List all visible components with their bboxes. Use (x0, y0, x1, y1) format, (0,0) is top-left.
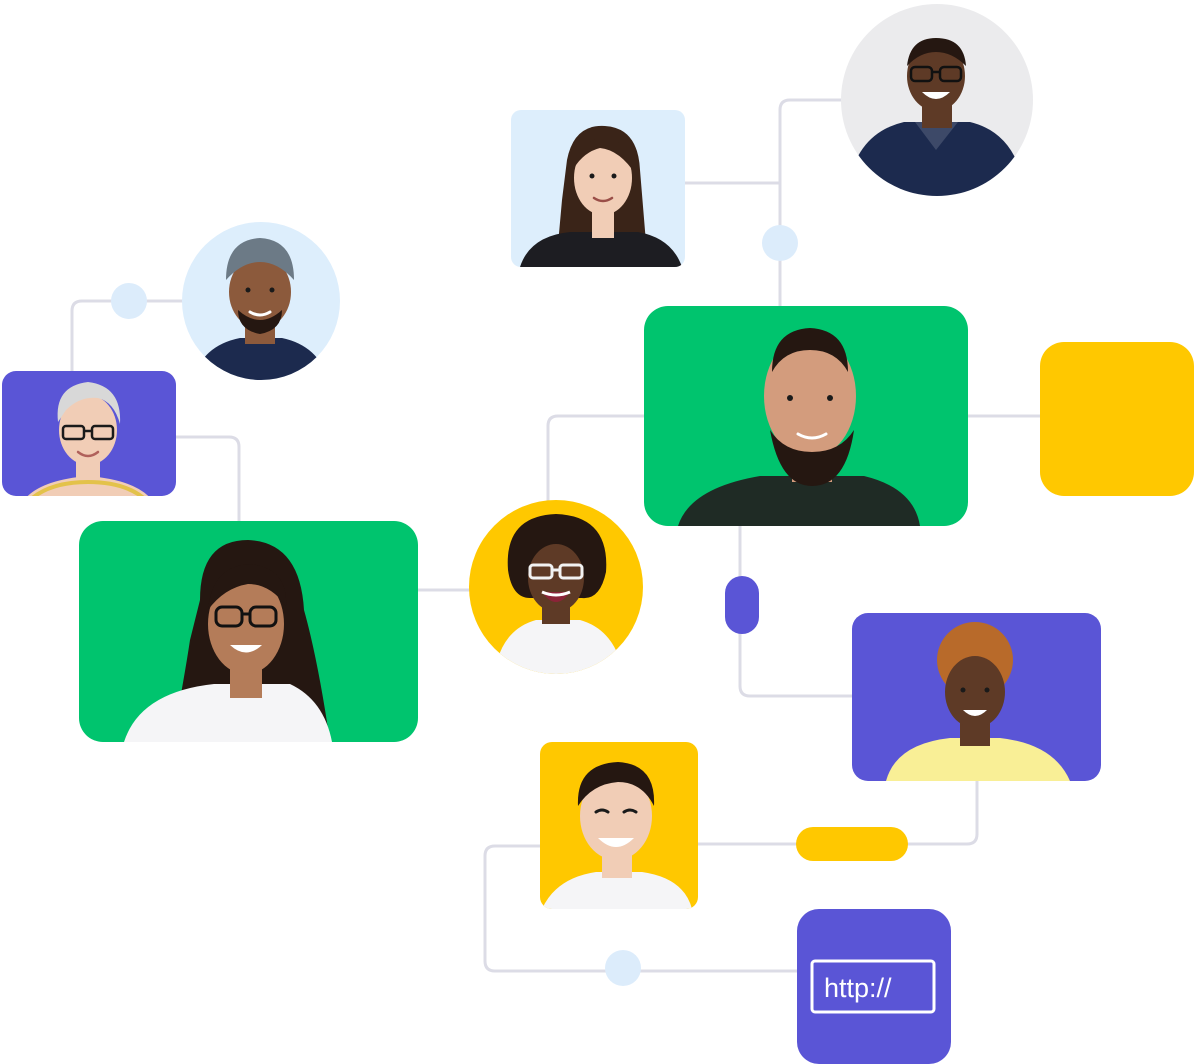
connector-line (696, 779, 979, 846)
node-dot (762, 225, 798, 261)
profile-man-glasses-navy-shirt (841, 4, 1033, 196)
node-dot (111, 283, 147, 319)
node-pill (796, 827, 908, 861)
connector-line (546, 414, 646, 505)
connector-line (174, 435, 241, 523)
yellow-square-card (1040, 342, 1194, 496)
url-card: http:// (797, 909, 951, 1064)
connector-lines (70, 98, 1042, 973)
connector-line (70, 299, 185, 373)
connector-line (738, 524, 854, 698)
url-text: http:// (824, 973, 892, 1003)
profile-laughing-woman-glasses (469, 500, 643, 674)
connector-line (778, 98, 844, 308)
profile-older-woman-glasses (2, 371, 176, 496)
connector-nodes (111, 225, 1194, 986)
url-bar-icon (810, 959, 936, 1014)
node-pill (725, 576, 759, 634)
profile-smiling-man (540, 742, 698, 909)
node-dot (605, 950, 641, 986)
profile-woman-long-hair (511, 110, 685, 267)
profile-woman-orange-curls (852, 613, 1101, 781)
profile-man-backwards-cap (182, 222, 340, 380)
profile-bearded-man (644, 306, 968, 526)
profile-woman-curly-hair-glasses (79, 521, 418, 742)
connector-line (483, 844, 799, 973)
